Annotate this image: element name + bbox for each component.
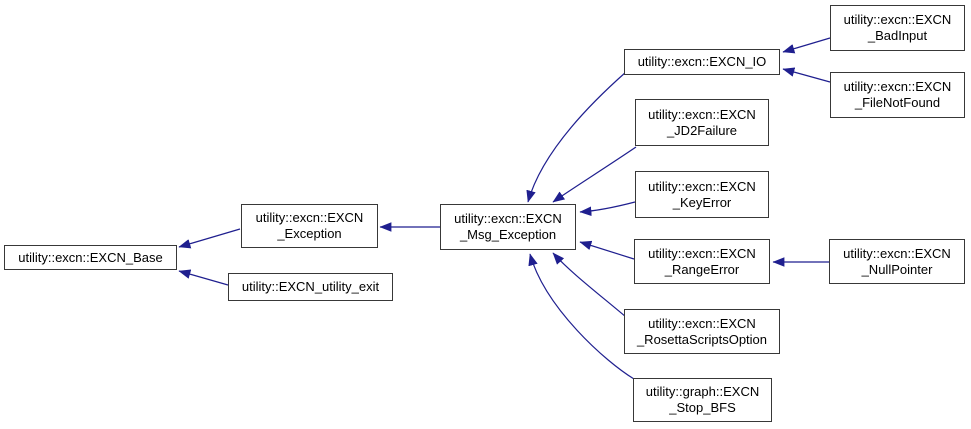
node-label-line: _Stop_BFS — [669, 400, 736, 415]
node-label-line: _KeyError — [672, 194, 732, 210]
node-label-line: utility::excn::EXCN — [843, 245, 951, 261]
node-excn-exception[interactable]: utility::excn::EXCN _Exception — [241, 204, 378, 248]
node-excn-range-error[interactable]: utility::excn::EXCN _RangeError — [634, 239, 770, 284]
node-label-line: _BadInput — [867, 28, 928, 43]
node-excn-io[interactable]: utility::excn::EXCN_IO — [624, 49, 780, 75]
node-excn-msg-exception[interactable]: utility::excn::EXCN _Msg_Exception — [440, 204, 576, 250]
node-label-line: _JD2Failure — [666, 122, 738, 138]
node-label-line: _RosettaScriptsOption — [636, 331, 768, 347]
edge-range-error-to-msg-exception — [579, 240, 635, 260]
node-label-line: utility::excn::EXCN — [255, 210, 364, 225]
node-label-line: utility::excn::EXCN — [843, 12, 952, 27]
node-excn-key-error[interactable]: utility::excn::EXCN _KeyError — [635, 171, 769, 218]
edge-rosetta-scripts-option-to-msg-exception — [552, 252, 627, 318]
node-label-line: utility::excn::EXCN_Base — [18, 249, 163, 265]
node-excn-utility-exit[interactable]: utility::EXCN_utility_exit — [228, 273, 393, 301]
node-label-line: utility::excn::EXCN — [843, 79, 952, 94]
edge-exception-to-base — [178, 228, 241, 249]
node-excn-jd2-failure[interactable]: utility::excn::EXCN _JD2Failure — [635, 99, 769, 146]
node-label-line: utility::excn::EXCN — [648, 106, 756, 122]
node-label-line: utility::excn::EXCN_IO — [637, 54, 767, 69]
edge-key-error-to-msg-exception — [579, 201, 636, 217]
edge-bad-input-to-io — [782, 37, 831, 54]
node-excn-base[interactable]: utility::excn::EXCN_Base — [4, 245, 177, 270]
edge-jd2-failure-to-msg-exception — [552, 146, 637, 203]
node-label-line: utility::excn::EXCN — [648, 178, 756, 194]
node-excn-bad-input[interactable]: utility::excn::EXCN _BadInput — [830, 5, 965, 51]
node-label-line: utility::excn::EXCN — [454, 211, 562, 226]
node-label-line: utility::excn::EXCN — [648, 245, 756, 261]
node-excn-null-pointer[interactable]: utility::excn::EXCN _NullPointer — [829, 239, 965, 284]
node-label-line: _Msg_Exception — [459, 227, 557, 242]
edge-stop-bfs-to-msg-exception — [528, 253, 635, 380]
node-label-line: utility::graph::EXCN — [645, 384, 760, 399]
edge-utility-exit-to-base — [178, 269, 229, 286]
node-label-line: _RangeError — [664, 261, 740, 277]
edge-file-not-found-to-io — [782, 67, 831, 83]
edge-io-to-msg-exception — [526, 71, 627, 203]
node-label-line: utility::EXCN_utility_exit — [241, 279, 380, 294]
node-excn-file-not-found[interactable]: utility::excn::EXCN _FileNotFound — [830, 72, 965, 118]
node-excn-rosetta-scripts-option[interactable]: utility::excn::EXCN _RosettaScriptsOptio… — [624, 309, 780, 354]
node-label-line: _Exception — [277, 226, 342, 241]
node-label-line: _NullPointer — [861, 261, 933, 277]
node-excn-stop-bfs[interactable]: utility::graph::EXCN _Stop_BFS — [633, 378, 772, 422]
node-label-line: _FileNotFound — [854, 95, 941, 110]
node-label-line: utility::excn::EXCN — [648, 315, 756, 331]
